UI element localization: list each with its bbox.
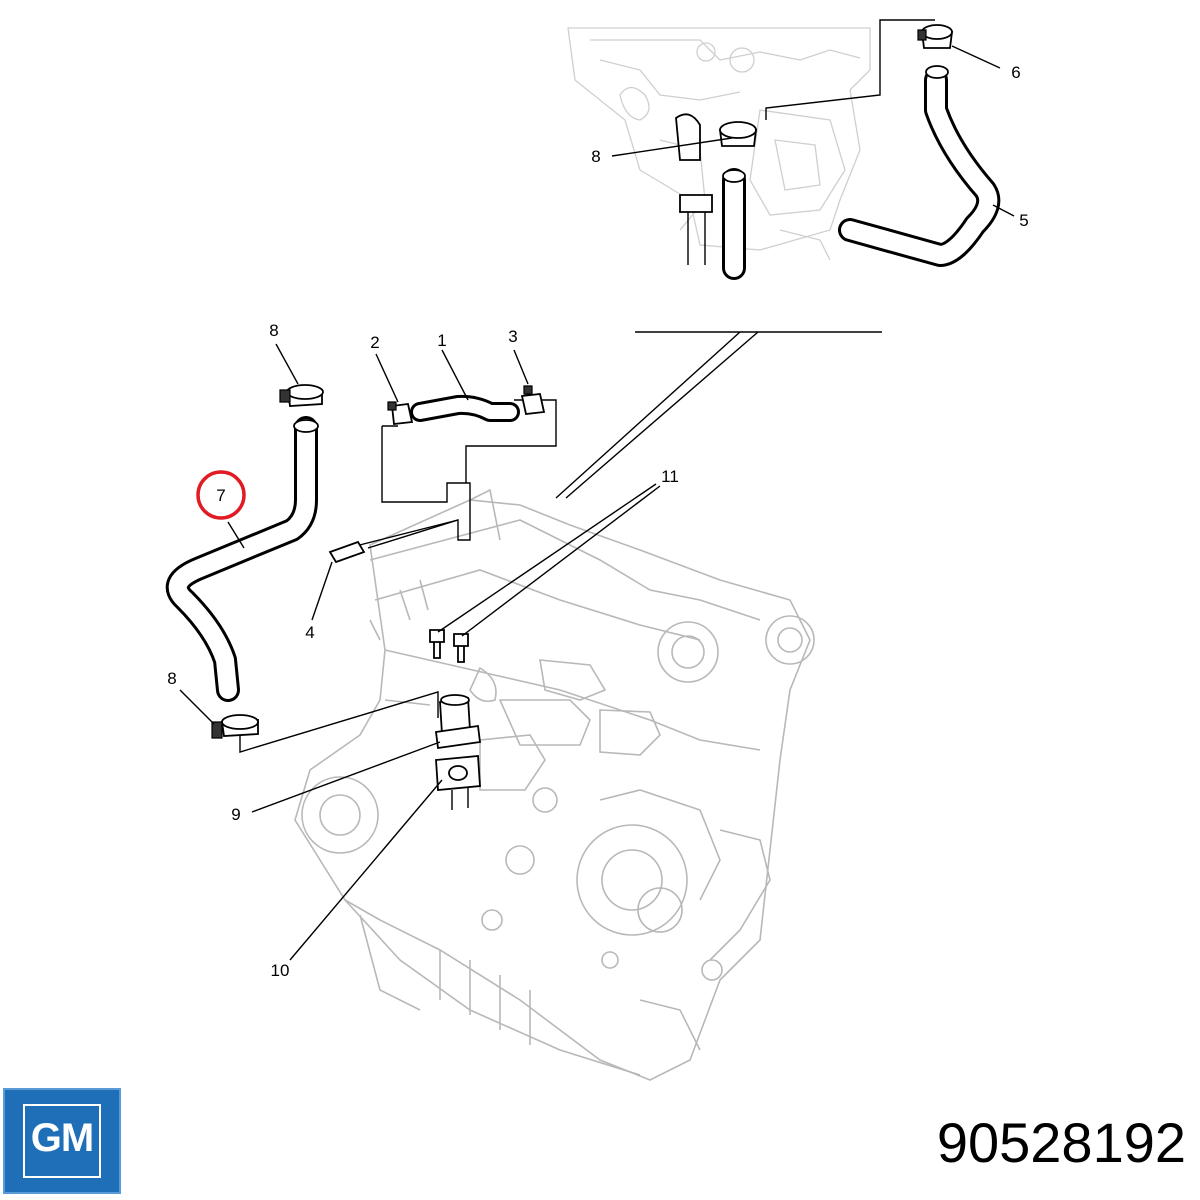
callout-label-7: 7 [216, 486, 225, 505]
inset-clamp-8 [675, 113, 758, 161]
inset-bracket-lines [765, 19, 935, 120]
leader-10 [289, 779, 443, 961]
part-number: 90528192 [936, 1111, 1186, 1174]
inset-heater-hose-5 [838, 65, 1001, 267]
inset-vertical-pipe [679, 168, 746, 280]
leader-2 [375, 353, 399, 403]
leader-11a [437, 483, 657, 633]
outlet-9 [434, 694, 482, 750]
leader-4 [311, 561, 333, 621]
bolts-11 [429, 629, 469, 663]
callout-label-8-top: 8 [591, 147, 600, 166]
gm-logo-frame: GM [23, 1104, 101, 1178]
inset-clamp-6 [917, 24, 954, 49]
callout-label-10: 10 [271, 961, 290, 980]
callout-label-4: 4 [305, 623, 314, 642]
leader-11b [461, 485, 661, 637]
gm-logo-text: GM [30, 1116, 94, 1160]
callout-label-3: 3 [508, 327, 517, 346]
gasket-10 [435, 755, 481, 810]
bracket-lines [239, 331, 882, 753]
leader-6 [951, 45, 1001, 69]
leader-8-top [611, 137, 733, 157]
leader-8-lower-left [179, 689, 215, 725]
gm-logo: GM [3, 1088, 121, 1194]
clamp-8-lower [211, 714, 259, 739]
leader-7 [227, 521, 245, 549]
hose-1 [410, 394, 520, 422]
leader-8-upper-left [275, 343, 299, 385]
pipe-4 [328, 540, 366, 564]
callout-label-6: 6 [1011, 63, 1020, 82]
heater-hose-7 [165, 416, 319, 702]
callout-label-11: 11 [661, 467, 679, 486]
engine-block-sketch [294, 488, 815, 1081]
highlight-circle [196, 470, 246, 520]
clamp-8-upper [279, 384, 324, 407]
callout-label-2: 2 [370, 333, 379, 352]
callout-label-5: 5 [1019, 211, 1028, 230]
leader-5 [992, 204, 1015, 217]
leader-3 [513, 349, 529, 385]
callout-label-1: 1 [437, 331, 446, 350]
callout-label-8-lower-left: 8 [167, 669, 176, 688]
clamp-3 [520, 385, 546, 415]
leader-1 [441, 349, 469, 401]
inset-engine-sketch [567, 27, 871, 261]
clamp-2 [387, 401, 414, 425]
leader-9 [251, 741, 441, 813]
callout-label-9: 9 [231, 805, 240, 824]
callout-label-8-upper-left: 8 [269, 321, 278, 340]
